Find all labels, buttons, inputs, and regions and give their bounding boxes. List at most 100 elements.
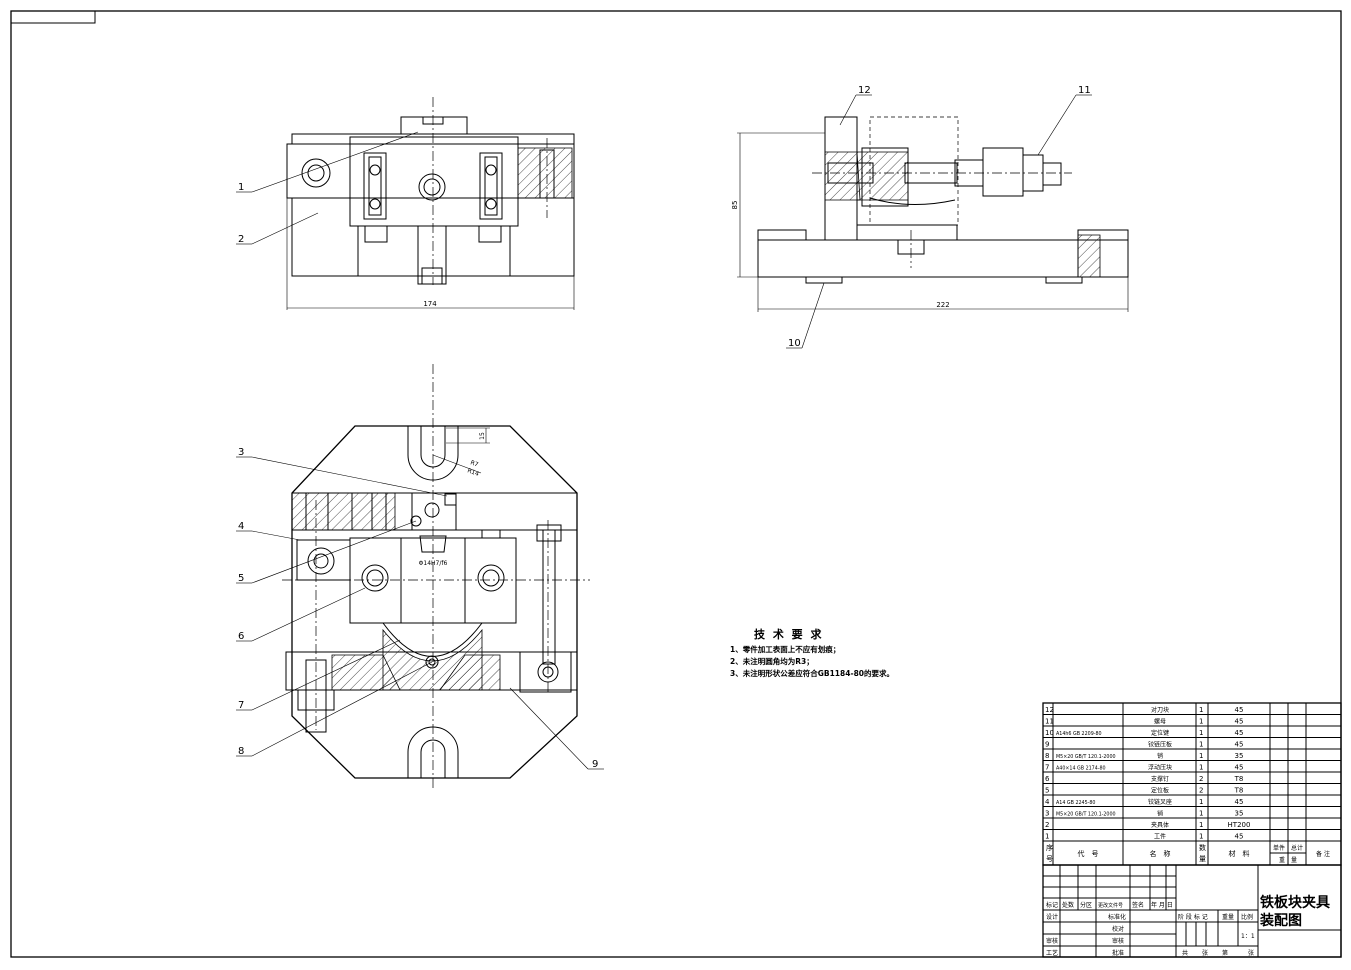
svg-text:阶 段 标 记: 阶 段 标 记 [1178,913,1208,921]
svg-text:审核: 审核 [1046,937,1058,945]
bom-cell-material: 35 [1235,752,1244,760]
bom-cell-no: 2 [1045,821,1049,829]
bom-cell-qty: 2 [1199,775,1203,783]
technical-requirements: 技 术 要 求 1、零件加工表面上不应有划痕； 2、未注明圆角均为R3； 3、未… [730,627,894,678]
leader-2: 2 [238,234,244,245]
bom-cell-material: T8 [1234,787,1244,795]
leader-4: 4 [238,521,244,532]
bom-cell-code: A14h6 GB 2209-80 [1056,731,1102,737]
svg-text:总计: 总计 [1291,844,1303,852]
svg-text:设计: 设计 [1046,913,1058,921]
bom-cell-qty: 1 [1199,810,1203,818]
leader-7: 7 [238,700,244,711]
dim-side-height: 85 [731,201,739,210]
bom-cell-qty: 1 [1199,798,1203,806]
bom-cell-material: 35 [1235,810,1244,818]
bom-cell-name: 定位板 [1151,787,1169,795]
leader-11: 11 [1078,85,1091,96]
svg-text:标准化: 标准化 [1108,913,1126,921]
req-item-3: 3、未注明形状公差应符合GB1184-80的要求。 [730,668,894,678]
bom-cell-material: 45 [1235,764,1244,772]
leader-9: 9 [592,759,598,770]
svg-text:工艺: 工艺 [1046,949,1058,957]
fit-tolerance: Φ14H7/f6 [419,560,448,567]
title-block: 标记 处数 分区 更改文件号 签名 年 月 日 设计 标准化 校对 审核 审核 … [1042,864,1342,958]
svg-text:签名: 签名 [1132,901,1144,909]
bom-cell-no: 4 [1045,798,1050,806]
dim-side-width: 222 [936,301,949,309]
bom-cell-name: 夹具体 [1151,821,1169,829]
bom-cell-material: 45 [1235,706,1244,714]
bom-cell-no: 6 [1045,775,1050,783]
bom-cell-name: 销 [1157,752,1163,760]
svg-text:比例: 比例 [1241,913,1253,921]
bom-cell-qty: 1 [1199,752,1203,760]
svg-text:备 注: 备 注 [1316,850,1330,858]
bom-cell-code: A40×14 GB 2174-80 [1056,766,1106,772]
bom-cell-name: 销 [1157,810,1163,818]
svg-text:校对: 校对 [1112,925,1124,933]
svg-text:量: 量 [1199,855,1206,863]
drawing-subtitle: 装配图 [1259,912,1302,929]
bom-cell-name: 定位键 [1151,729,1169,737]
drawing-title: 铁板块夹具 [1260,894,1330,911]
svg-text:序: 序 [1046,843,1053,852]
bom-row: 1 工件 1 45 [1043,833,1341,842]
bom-cell-code: M5×20 GB/T 120.1-2000 [1056,754,1116,760]
bom-cell-qty: 1 [1199,833,1203,841]
leader-lines: 1 2 3 4 5 6 7 8 9 10 11 12 [236,85,1092,770]
bom-cell-no: 3 [1045,810,1049,818]
svg-text:分区: 分区 [1080,901,1092,909]
bom-cell-material: 45 [1235,741,1244,749]
dim-front-width: 174 [423,300,437,308]
bom-cell-no: 1 [1045,833,1049,841]
front-view: 174 [286,97,575,310]
svg-text:重量: 重量 [1222,913,1234,921]
req-item-2: 2、未注明圆角均为R3； [730,656,814,667]
bom-cell-name: 对刀块 [1151,706,1169,714]
bom-cell-no: 12 [1045,706,1054,714]
sheet-border [10,10,1342,958]
bom-cell-no: 11 [1045,718,1054,726]
corner-tag [10,10,96,24]
leader-1: 1 [238,182,244,193]
svg-text:R7: R7 [469,459,479,468]
req-title: 技 术 要 求 [754,627,824,641]
svg-text:重 量: 重 量 [1279,856,1297,864]
svg-text:代 号: 代 号 [1078,849,1099,858]
bom-row: 6 支撑钉 2 T8 [1043,775,1341,784]
svg-text:材 料: 材 料 [1229,849,1250,858]
bom-cell-qty: 1 [1199,764,1203,772]
bom-cell-qty: 1 [1199,706,1203,714]
svg-text:数: 数 [1199,843,1206,852]
bom-cell-material: 45 [1235,833,1244,841]
bom-cell-qty: 1 [1199,718,1203,726]
svg-text:名 称: 名 称 [1150,849,1171,858]
svg-text:张: 张 [1248,949,1254,957]
svg-text:R14: R14 [466,467,480,478]
svg-text:审核: 审核 [1112,937,1124,945]
bom-cell-qty: 1 [1199,729,1203,737]
bom-cell-name: 工件 [1154,833,1166,841]
req-item-1: 1、零件加工表面上不应有划痕； [730,644,840,655]
svg-text:1：1: 1：1 [1241,933,1255,940]
bom-cell-material: T8 [1234,775,1244,783]
bom-cell-name: 支撑钉 [1151,775,1169,783]
svg-text:张: 张 [1202,949,1208,957]
svg-text:年 月 日: 年 月 日 [1151,901,1173,909]
bom-cell-material: 45 [1235,729,1244,737]
leader-12: 12 [858,85,871,96]
bom-cell-no: 7 [1045,764,1049,772]
bom-row: 12 对刀块 1 45 [1043,706,1341,715]
bom-cell-name: 铰链压板 [1148,741,1172,749]
